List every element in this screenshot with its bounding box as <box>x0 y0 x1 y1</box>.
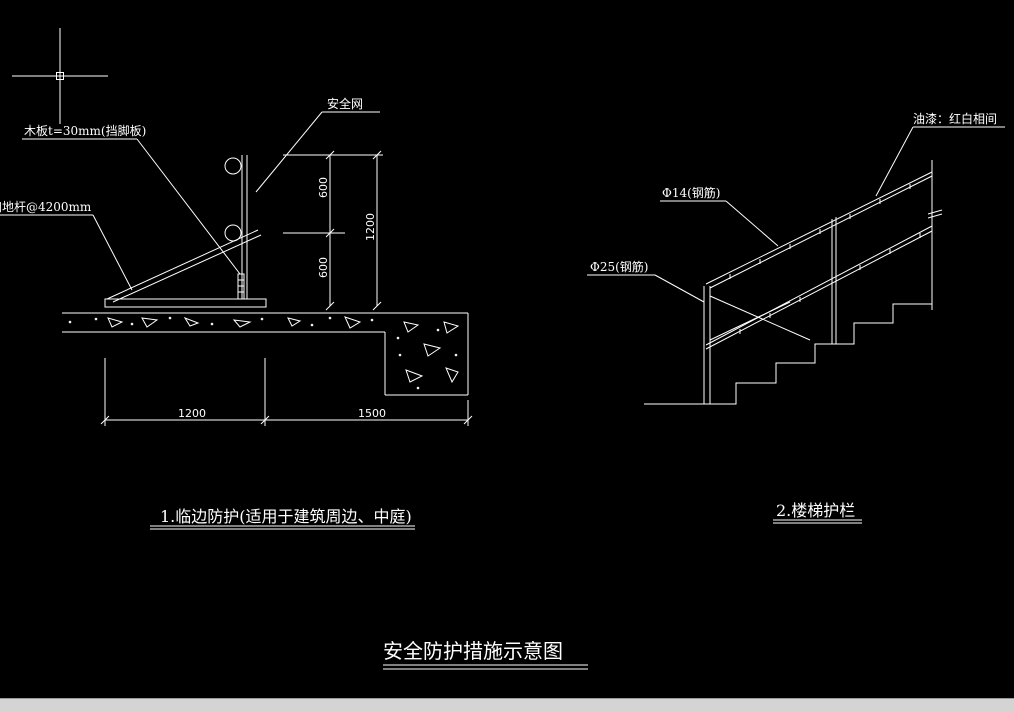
detail2-caption: 2.楼梯护栏 <box>776 501 855 520</box>
label-phi14: Φ14(钢筋) <box>662 185 720 200</box>
label-phi25: Φ25(钢筋) <box>590 259 648 274</box>
rail-tick-marks <box>729 184 921 334</box>
status-bar <box>0 698 1014 712</box>
crosshair-cursor-icon <box>12 28 108 124</box>
detail1-caption: 1.临边防护(适用于建筑周边、中庭) <box>160 507 412 526</box>
dim-total-1200: 1200 <box>364 213 377 241</box>
detail2-stair-railing <box>587 126 1005 524</box>
detail1-edge-protection <box>0 111 473 530</box>
dim-upper-600: 600 <box>317 177 330 198</box>
label-safety-net: 安全网 <box>327 96 363 111</box>
concrete-aggregate <box>68 316 460 390</box>
dim-bottom-1500: 1500 <box>358 407 386 420</box>
label-sweep-rod: 扫地杆@4200mm <box>0 200 92 214</box>
dim-lower-600: 600 <box>317 257 330 278</box>
dim-bottom-1200: 1200 <box>178 407 206 420</box>
drawing-title: 安全防护措施示意图 <box>383 639 563 663</box>
title-underline <box>383 664 588 670</box>
label-wood-board: 木板t=30mm(挡脚板) <box>24 123 146 138</box>
label-paint: 油漆：红白相间 <box>913 111 997 126</box>
